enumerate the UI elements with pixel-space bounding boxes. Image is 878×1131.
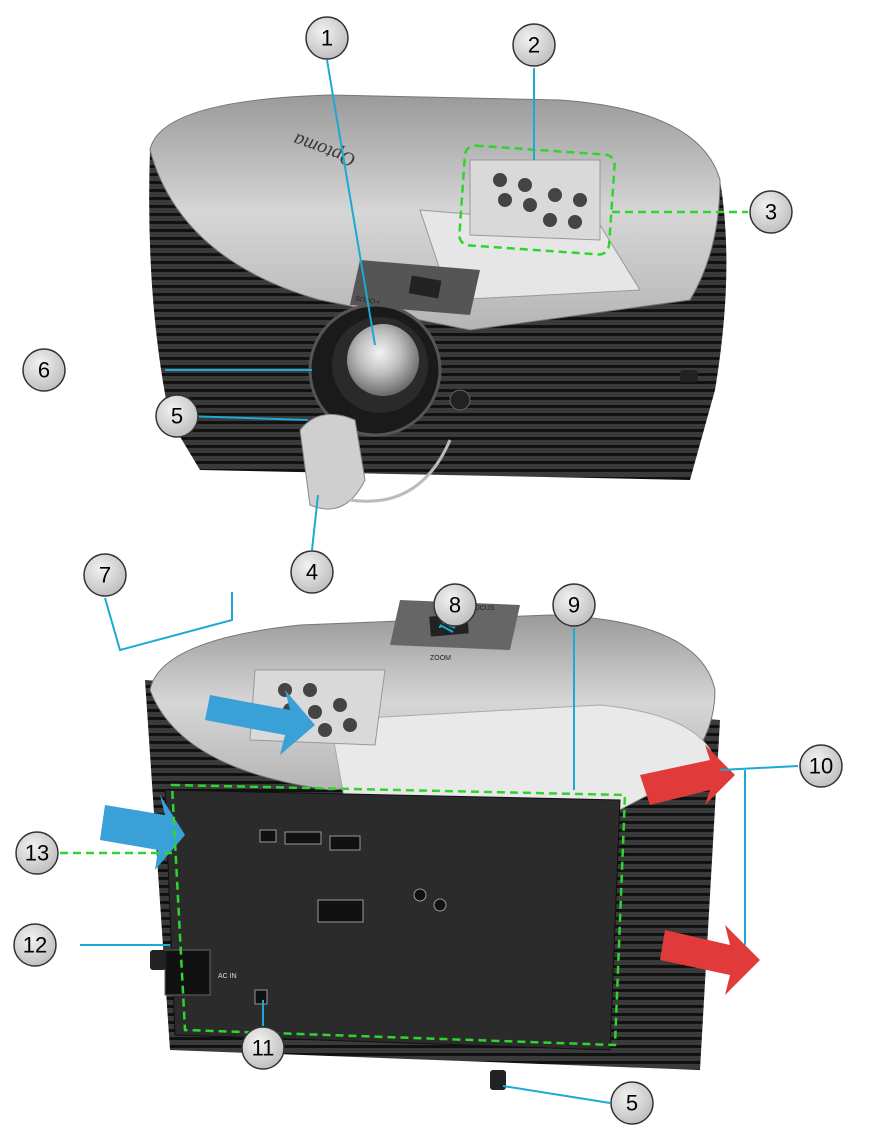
intake-arrow-upper — [205, 690, 315, 755]
io-highlight — [170, 783, 627, 1047]
callout-3-label: 3 — [765, 200, 777, 225]
projection-lens — [347, 324, 419, 396]
callout-6: 6 — [22, 348, 66, 392]
rear-zoom-label: ZOOM — [430, 655, 451, 662]
callout-7: 7 — [83, 553, 127, 597]
rear-focus-label: FOCUS — [470, 605, 495, 612]
callout-8: 8 — [433, 583, 477, 627]
callout-5-top: 5 — [155, 394, 199, 438]
callout-8-label: 8 — [449, 593, 461, 618]
leader-lines — [80, 59, 799, 1104]
callout-9: 9 — [552, 583, 596, 627]
leader-lines-2 — [439, 624, 454, 633]
keypad-highlight — [458, 144, 616, 256]
dashed-leaders — [60, 210, 748, 855]
projector-front-view: FOCUS Optoma — [149, 94, 727, 510]
projector-rear-view: Optoma FOCUS ZOOM AC IN — [100, 600, 760, 1090]
callout-11-label: 11 — [252, 1036, 275, 1061]
lens-cap-strap — [349, 439, 452, 503]
front-ir-receiver — [449, 389, 471, 411]
front-foot-right — [680, 370, 698, 382]
rear-foot-right — [490, 1070, 506, 1090]
callout-13: 13 — [15, 831, 59, 875]
callout-12: 12 — [13, 923, 57, 967]
callout-7-label: 7 — [99, 563, 111, 588]
callout-5-bottom-label: 5 — [626, 1091, 638, 1116]
rear-panel — [164, 789, 621, 1051]
callout-10: 10 — [799, 744, 843, 788]
callout-3: 3 — [749, 190, 793, 234]
highlight-boxes — [170, 144, 627, 1047]
callout-11: 11 — [241, 1026, 285, 1070]
io-connection-ports — [259, 829, 447, 923]
rear-foot-left — [150, 950, 166, 970]
exhaust-arrow-upper — [640, 745, 735, 805]
callout-5-top-label: 5 — [171, 404, 183, 429]
front-zoom-lever — [408, 275, 442, 299]
callout-1: 1 — [305, 16, 349, 60]
lens-cap — [299, 413, 366, 510]
kensington-lock-port — [254, 989, 268, 1005]
power-socket — [164, 949, 211, 996]
callout-4-label: 4 — [306, 560, 318, 585]
callout-13-label: 13 — [25, 841, 49, 866]
callout-9-label: 9 — [568, 593, 580, 618]
callout-10-label: 10 — [809, 754, 833, 779]
callout-1-label: 1 — [321, 26, 333, 51]
callout-12-label: 12 — [23, 933, 47, 958]
ac-in-label: AC IN — [218, 973, 237, 980]
callout-4: 4 — [290, 550, 334, 594]
callout-2-label: 2 — [528, 33, 540, 58]
callout-6-label: 6 — [38, 358, 50, 383]
callouts: 1 2 3 4 5 6 7 8 9 10 11 12 13 5 — [13, 16, 843, 1125]
exhaust-arrow-lower — [660, 925, 760, 995]
front-keypad-buttons — [493, 173, 587, 229]
intake-arrow-lower — [100, 795, 185, 870]
callout-2: 2 — [512, 23, 556, 67]
callout-5-bottom: 5 — [610, 1081, 654, 1125]
